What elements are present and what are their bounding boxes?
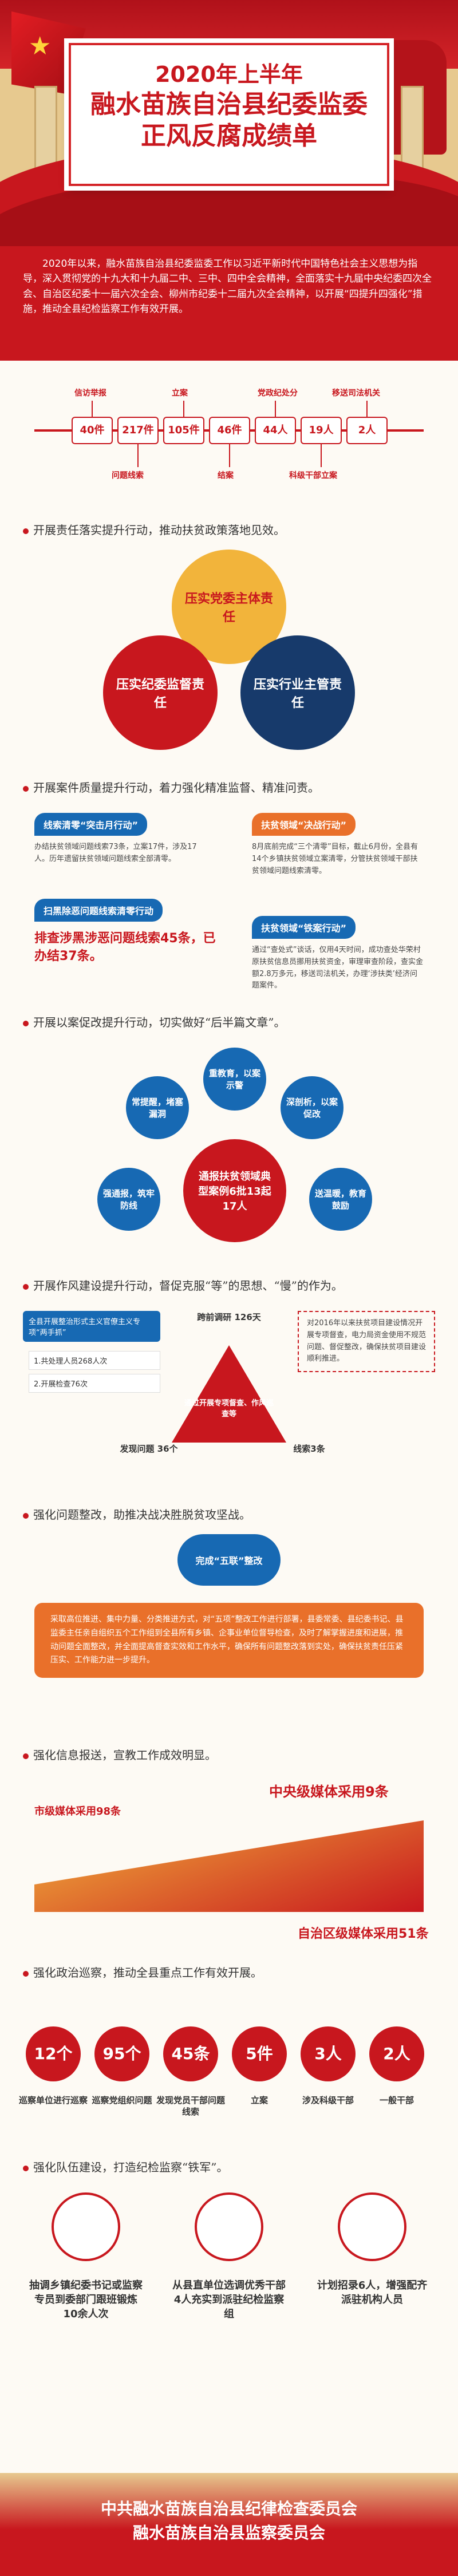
footer-line2: 融水苗族自治县监察委员会 [132,2523,325,2542]
patrol-label-cases: 立案 [250,2095,268,2105]
intro-paragraph: 2020年以来，融水苗族自治县纪委监委工作以习近平新时代中国特色社会主义思想为指… [0,246,458,361]
title-card: 2020年上半年 融水苗族自治县纪委监委 正风反腐成绩单 [69,43,389,186]
case-tab-decisive: 扶贫领域“决战行动” [252,813,356,836]
reform-node-remind-label: 常提醒，堵塞漏洞 [132,1097,184,1119]
team-label-recruit: 计划招录6人，增强配齐派驻机构人员 [317,2279,428,2306]
style-left-label: 发现问题 36个 [120,1444,178,1454]
reform-node-analyze: 深剖析，以案促改 [281,1076,344,1139]
stat-value-clues: 217件 [117,417,159,444]
case-text-clear-month: 办结扶贫领域问题线索73条，立案17件，涉及17人。历年遗留扶贫领域问题线索全部… [34,843,197,863]
reform-node-notify-label: 强通报，筑牢防线 [103,1188,155,1211]
media-region: 自治区级媒体采用51条 [298,1927,429,1941]
reform-node-warmth: 送温暖，教育鼓励 [309,1168,372,1231]
stat-value-judicial: 2人 [346,417,388,444]
patrol-value-units: 12个 [26,2026,81,2081]
section-heading-responsibility: 开展责任落实提升行动，推动扶贫政策落地见效。 [23,521,285,538]
rectify-badge: 完成“五联”整改 [177,1534,281,1586]
stat-label-clues: 问题线索 [112,471,144,480]
stats-strip: 信访举报 立案 党政纪处分 移送司法机关 40件 217件 105件 46件 4… [0,361,458,504]
style-right-note: 对2016年以来扶贫项目建设情况开展专项督查，电力局资金使用不规范问题、督促整改… [298,1311,435,1373]
stat-label-judicial: 移送司法机关 [332,389,380,398]
style-triangle [172,1345,286,1443]
section-heading-reform: 开展以案促改提升行动，切实做好“后半篇文章”。 [23,1013,285,1030]
section-heading-rectify: 强化问题整改，助推决战决胜脱贫攻坚战。 [23,1506,251,1522]
footer-line1: 中共融水苗族自治县纪律检查委员会 [100,2499,357,2518]
person-icon [52,2192,120,2261]
style-top-label: 跨前调研 126天 [197,1312,261,1322]
team-label-rotation: 抽调乡镇纪委书记或监察专员到委部门跟班锻炼10余人次 [29,2279,143,2321]
style-left-item2: 2.开展检查76次 [29,1374,160,1393]
title-line3: 正风反腐成绩单 [141,121,317,151]
patrol-label-general: 一般干部 [379,2095,414,2105]
patrol-value-clues: 45条 [163,2026,218,2081]
patrol-label-orgs: 巡察党组织问题 [92,2095,152,2105]
reform-node-notify: 强通报，筑牢防线 [97,1168,160,1231]
reform-node-warmth-label: 送温暖，教育鼓励 [315,1188,367,1211]
patrol-value-general: 2人 [369,2026,424,2081]
stat-label-closed: 结案 [218,471,234,480]
title-line1: 2020年上半年 [155,62,303,87]
section-heading-cases: 开展案件质量提升行动，着力强化精准监督、精准问责。 [23,779,319,795]
stat-label-section: 科级干部立案 [289,471,337,480]
patrol-value-section: 3人 [301,2026,356,2081]
case-text-iron: 通过“查处式”谈话，仅用4天时间，成功查处华荣村原扶贫信息员挪用扶贫资金，审理审… [252,946,424,990]
style-triangle-center: 通过开展专项督查、作风巡查等 [184,1399,274,1419]
style-left-head: 全县开展整治形式主义官僚主义专项“两手抓” [23,1311,160,1342]
team-label-select: 从县直单位选调优秀干部4人充实到派驻纪检监察组 [172,2279,286,2321]
title-line2: 融水苗族自治县纪委监委 [90,89,368,119]
header-banner: ★ 2020年上半年 融水苗族自治县纪委监委 正风反腐成绩单 [0,0,458,246]
media-chart-shape [34,1820,424,1912]
reform-hub-label: 通报扶贫领域典型案例6批13起17人 [198,1171,271,1212]
circle-industry-label: 压实行业主管责任 [253,678,342,710]
stat-label-letters: 信访举报 [74,389,106,398]
rectify-badge-label: 完成“五联”整改 [195,1555,263,1566]
circle-discipline-responsibility: 压实纪委监督责任 [103,635,218,750]
section-heading-style: 开展作风建设提升行动，督促克服“等”的思想、“慢”的作为。 [23,1277,343,1293]
stat-value-cases: 105件 [163,417,204,444]
patrol-label-section: 涉及科级干部 [302,2095,354,2105]
patrol-label-units: 巡察单位进行巡察 [19,2095,88,2105]
reform-node-educate-label: 重教育，以案示警 [209,1068,261,1091]
reform-node-educate: 重教育，以案示警 [203,1048,266,1111]
case-tab-gang-clear: 扫黑除恶问题线索清零行动 [34,899,163,922]
star-icon: ★ [29,31,52,61]
circle-party-label: 压实党委主体责任 [184,592,273,625]
officer-icon [338,2192,406,2261]
rectify-card: 采取高位推进、集中力量、分类推进方式，对“五项”整改工作进行部署，县委常委、县纪… [34,1603,424,1678]
stat-value-section: 19人 [301,417,342,444]
patrol-label-clues: 发现党员干部问题线索 [156,2095,226,2117]
stat-label-cases: 立案 [172,389,188,398]
style-right-label: 线索3条 [293,1444,325,1454]
circle-industry-responsibility: 压实行业主管责任 [240,635,355,750]
case-tab-clear-month: 线索清零“突击月行动” [34,813,148,836]
reform-hub: 通报扶贫领域典型案例6批13起17人 [183,1139,286,1242]
style-left-item1: 1.共处理人员268人次 [29,1351,160,1370]
patrol-value-orgs: 95个 [94,2026,149,2081]
section-heading-patrol: 强化政治巡察，推动全县重点工作有效开展。 [23,1963,262,1980]
reform-node-remind: 常提醒，堵塞漏洞 [126,1076,189,1139]
stat-value-discipline: 44人 [255,417,296,444]
case-text-decisive: 8月底前完成“三个清零”目标，截止6月份，全县有14个乡镇扶贫领域立案清零，分管… [252,843,418,875]
stat-value-closed: 46件 [209,417,250,444]
section-heading-media: 强化信息报送，宣教工作成效明显。 [23,1746,216,1763]
stat-label-discipline: 党政纪处分 [258,389,298,398]
patrol-value-cases: 5件 [232,2026,287,2081]
media-central: 中央级媒体采用9条 [269,1784,389,1800]
case-tab-iron: 扶贫领域“铁案行动” [252,916,356,939]
people-icon [195,2192,263,2261]
reform-node-analyze-label: 深剖析，以案促改 [286,1097,338,1119]
circle-discipline-label: 压实纪委监督责任 [116,678,204,710]
footer: 中共融水苗族自治县纪律检查委员会 融水苗族自治县监察委员会 [0,2473,458,2576]
stat-value-letters: 40件 [72,417,113,444]
media-city: 市级媒体采用98条 [34,1805,121,1818]
section-heading-team: 强化队伍建设，打造纪检监察“铁军”。 [23,2158,228,2175]
case-big-gang-clear: 排查涉黑涉恶问题线索45条，已办结37条。 [34,931,216,963]
